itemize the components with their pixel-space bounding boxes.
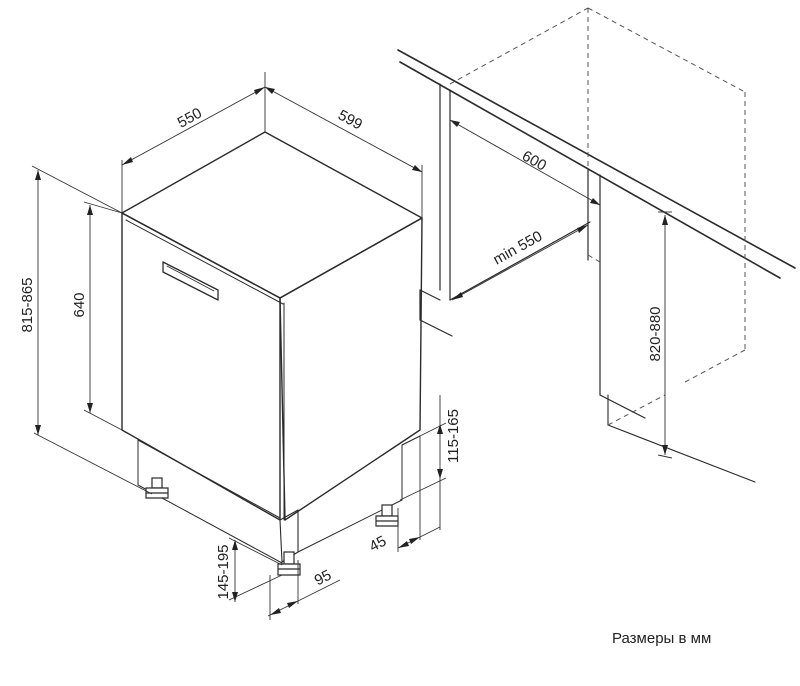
label-niche-width: 600 (519, 148, 549, 175)
door-top-edge (125, 219, 284, 305)
plinth-top (137, 439, 281, 519)
niche-hidden-edges (449, 7, 746, 426)
label-foot-offset: 95 (312, 567, 335, 590)
units-footnote: Размеры в мм (612, 630, 712, 647)
label-niche-height: 820-880 (647, 306, 664, 361)
dimension-lines (31, 72, 673, 620)
foot-front (277, 551, 301, 576)
label-depth: 550 (175, 105, 205, 132)
left-plinth (419, 289, 453, 337)
floor-line (607, 424, 756, 483)
niche-floor (449, 221, 591, 301)
label-rear-offset: 45 (367, 533, 390, 556)
dishwasher-top (121, 131, 423, 299)
foot-left (145, 477, 169, 499)
dishwasher-door (121, 212, 281, 521)
label-door-height: 640 (71, 292, 88, 317)
label-total-height: 815-865 (19, 277, 36, 332)
label-width: 599 (335, 107, 365, 134)
door-handle-inner (166, 265, 215, 292)
left-wall-bottom (419, 289, 441, 301)
right-wall-bottom (599, 394, 646, 419)
niche (397, 49, 796, 483)
foot-right (375, 504, 399, 527)
door-handle (162, 261, 219, 301)
dimension-labels: 550 599 640 815-865 145-195 95 45 115-16… (19, 105, 664, 600)
countertop-upper (397, 49, 796, 269)
feet (145, 477, 399, 576)
label-leg-height: 145-195 (215, 544, 232, 599)
label-plinth-height: 115-165 (445, 409, 462, 463)
arrowheads (35, 87, 668, 615)
dishwasher-side (279, 217, 423, 521)
countertop-lower (399, 61, 781, 279)
